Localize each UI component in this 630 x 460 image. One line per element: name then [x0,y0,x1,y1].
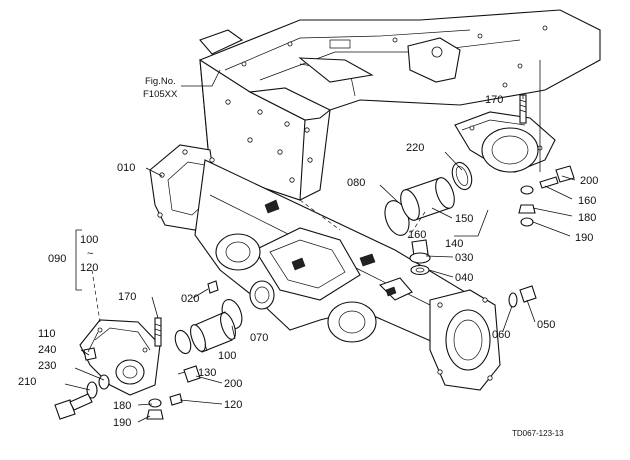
callout-040: 040 [455,272,473,284]
figure-reference: Fig.No. F105XX [143,76,178,100]
callout-070: 070 [250,332,268,344]
callout-190-right: 190 [575,232,593,244]
callout-170-left: 170 [118,291,136,303]
group-upper-label: 100 [80,234,98,246]
callout-050: 050 [537,319,555,331]
callout-220: 220 [406,142,424,154]
callout-160-left: 160 [408,229,426,241]
left-support-bracket [79,319,161,396]
callout-190-left: 190 [113,417,131,429]
leader-lines [64,60,576,423]
figure-ref-line2: F105XX [143,89,178,100]
figure-ref-line1: Fig.No. [145,76,176,87]
callout-200-left: 200 [224,378,242,390]
callout-240: 240 [38,344,56,356]
callout-130: 130 [198,367,216,379]
callout-060: 060 [492,329,510,341]
callout-120: 120 [224,399,242,411]
callout-030: 030 [455,252,473,264]
callout-230: 230 [38,360,56,372]
group-bracket-labels: 090 100 ~ 120 [48,234,98,274]
group-main-label: 090 [48,253,66,265]
group-lower-label: 120 [80,262,98,274]
group-tilde: ~ [87,248,93,260]
callout-160-right: 160 [578,195,596,207]
callout-080: 080 [347,177,365,189]
callout-110: 110 [38,328,56,340]
callout-010: 010 [117,162,135,174]
seals-and-bushings [174,161,473,355]
callout-180-right: 180 [578,212,596,224]
callout-100: 100 [218,350,236,362]
fasteners [54,94,575,420]
callout-170-top: 170 [485,94,503,106]
callout-150: 150 [455,213,473,225]
callout-140: 140 [445,238,463,250]
callout-200-right: 200 [580,175,598,187]
frame-chassis [199,9,601,201]
callout-labels: 010 020 030 040 050 060 070 080 100 110 … [18,94,598,429]
right-support-bracket [454,111,556,173]
callout-210: 210 [18,376,36,388]
callout-020: 020 [181,293,199,305]
callout-180-left: 180 [113,400,131,412]
drawing-code: TD067-123-13 [512,429,564,438]
